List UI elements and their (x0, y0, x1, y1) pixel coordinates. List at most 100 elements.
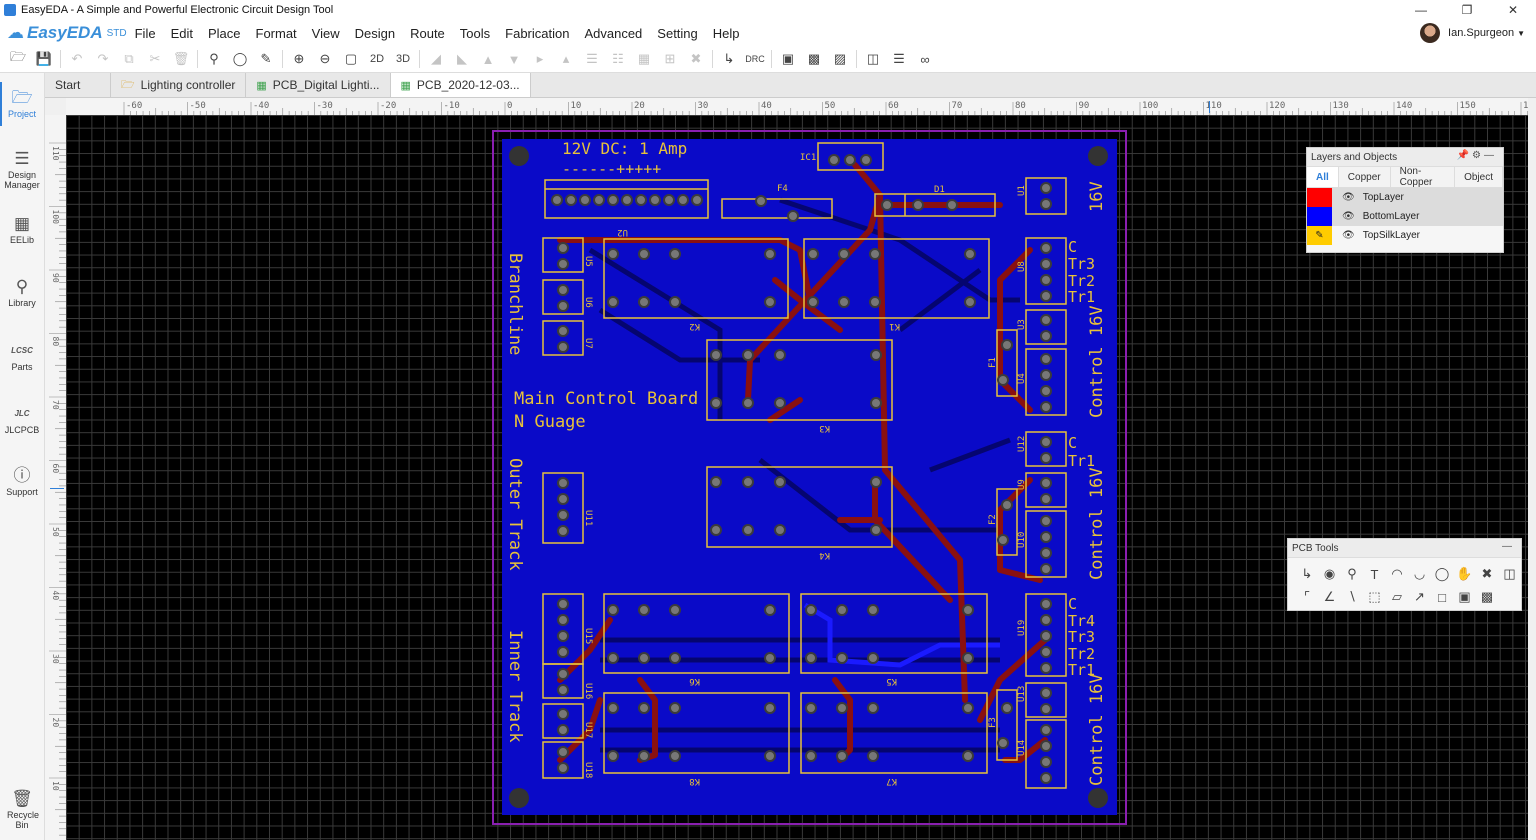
pad[interactable] (882, 200, 892, 210)
zoom-in-icon[interactable]: ⊕ (286, 48, 312, 70)
pad[interactable] (608, 703, 618, 713)
delete-icon[interactable]: 🗑 (168, 48, 194, 70)
arc2-tool-icon[interactable]: ◡ (1409, 564, 1431, 584)
image-tool-icon[interactable]: ◫ (1499, 564, 1521, 584)
sidebar-item-library[interactable]: ⚲ Library (0, 277, 44, 308)
open-folder-icon[interactable]: 🗁 (5, 48, 31, 70)
pad[interactable] (1041, 494, 1051, 504)
tab-non-copper[interactable]: Non-Copper (1391, 167, 1456, 187)
pad[interactable] (1041, 725, 1051, 735)
pad[interactable] (870, 249, 880, 259)
track-tool-icon[interactable]: ↳ (1296, 564, 1318, 584)
sidebar-item-parts[interactable]: LCSC Parts (0, 341, 44, 372)
pad[interactable] (558, 326, 568, 336)
pad[interactable] (639, 703, 649, 713)
pad[interactable] (743, 525, 753, 535)
pad[interactable] (806, 653, 816, 663)
pad[interactable] (566, 195, 576, 205)
pad[interactable] (639, 605, 649, 615)
sidebar-item-eelib[interactable]: ▦ EELib (0, 214, 44, 245)
pad[interactable] (1041, 199, 1051, 209)
pad[interactable] (871, 525, 881, 535)
pad[interactable] (670, 653, 680, 663)
pad[interactable] (1002, 500, 1012, 510)
undo-icon[interactable]: ↶ (64, 48, 90, 70)
pad[interactable] (1041, 757, 1051, 767)
pin-icon[interactable]: 📌 (1457, 150, 1472, 161)
restore-button[interactable]: ❐ (1444, 0, 1490, 20)
pad[interactable] (1041, 402, 1051, 412)
pad[interactable] (1041, 704, 1051, 714)
pad[interactable] (558, 709, 568, 719)
image-icon[interactable]: ◫ (860, 48, 886, 70)
pad[interactable] (963, 653, 973, 663)
pad[interactable] (670, 703, 680, 713)
pad[interactable] (608, 751, 618, 761)
zoom-out-icon[interactable]: ⊖ (312, 48, 338, 70)
pad[interactable] (743, 350, 753, 360)
layer-row-bottomlayer[interactable]: 👁 BottomLayer (1307, 207, 1503, 226)
pad[interactable] (871, 398, 881, 408)
align-bottom-icon[interactable]: ▼ (501, 48, 527, 70)
canvas-origin-tool-icon[interactable]: ▩ (1476, 587, 1498, 607)
pad[interactable] (1041, 275, 1051, 285)
pad[interactable] (711, 525, 721, 535)
export-icon[interactable]: ▨ (827, 48, 853, 70)
pad[interactable] (636, 195, 646, 205)
eye-icon[interactable]: 👁 (1342, 211, 1355, 222)
pad[interactable] (552, 195, 562, 205)
pad[interactable] (871, 350, 881, 360)
pad[interactable] (670, 751, 680, 761)
align-center-v-icon[interactable]: ▴ (553, 48, 579, 70)
pad[interactable] (765, 605, 775, 615)
pad[interactable] (871, 477, 881, 487)
menu-format[interactable]: Format (256, 26, 297, 41)
layer-color-swatch[interactable] (1307, 188, 1332, 207)
text-tool-icon[interactable]: T (1364, 564, 1386, 584)
pad[interactable] (650, 195, 660, 205)
pad[interactable] (608, 249, 618, 259)
tab-lighting-controller[interactable]: 🗁Lighting controller (111, 73, 246, 97)
fit-view-icon[interactable]: ▢ (338, 48, 364, 70)
pad[interactable] (558, 526, 568, 536)
sidebar-item-recycle-bin[interactable]: 🗑 Recycle Bin (0, 789, 44, 830)
pad[interactable] (558, 510, 568, 520)
measure-tool-icon[interactable]: ↗ (1409, 587, 1431, 607)
pad[interactable] (1041, 478, 1051, 488)
pad[interactable] (664, 195, 674, 205)
dimension-tool-icon[interactable]: ⌜ (1296, 587, 1318, 607)
pad[interactable] (558, 301, 568, 311)
copy-icon[interactable]: ⧉ (116, 48, 142, 70)
pad[interactable] (806, 751, 816, 761)
connect-pad-tool-icon[interactable]: ✖ (1476, 564, 1498, 584)
pad[interactable] (1041, 331, 1051, 341)
pad[interactable] (711, 398, 721, 408)
pad[interactable] (743, 477, 753, 487)
pad[interactable] (558, 763, 568, 773)
gear-icon[interactable]: ⚙ (1472, 150, 1484, 161)
pad[interactable] (743, 398, 753, 408)
pad[interactable] (558, 243, 568, 253)
pad[interactable] (861, 155, 871, 165)
pad[interactable] (608, 297, 618, 307)
pad[interactable] (947, 200, 957, 210)
pad[interactable] (1041, 386, 1051, 396)
pad[interactable] (808, 297, 818, 307)
tab-copper[interactable]: Copper (1339, 167, 1391, 187)
align-grid-icon[interactable]: ▦ (631, 48, 657, 70)
pad[interactable] (963, 751, 973, 761)
pad[interactable] (775, 350, 785, 360)
pad[interactable] (839, 297, 849, 307)
minimize-button[interactable]: — (1398, 0, 1444, 20)
pad[interactable] (711, 350, 721, 360)
pad[interactable] (558, 615, 568, 625)
eye-icon[interactable]: 👁 (1342, 230, 1355, 241)
menu-setting[interactable]: Setting (657, 26, 697, 41)
pad[interactable] (1041, 291, 1051, 301)
pad[interactable] (1041, 631, 1051, 641)
pad[interactable] (963, 605, 973, 615)
pad[interactable] (870, 297, 880, 307)
menu-view[interactable]: View (312, 26, 340, 41)
pad[interactable] (868, 703, 878, 713)
pad[interactable] (806, 605, 816, 615)
